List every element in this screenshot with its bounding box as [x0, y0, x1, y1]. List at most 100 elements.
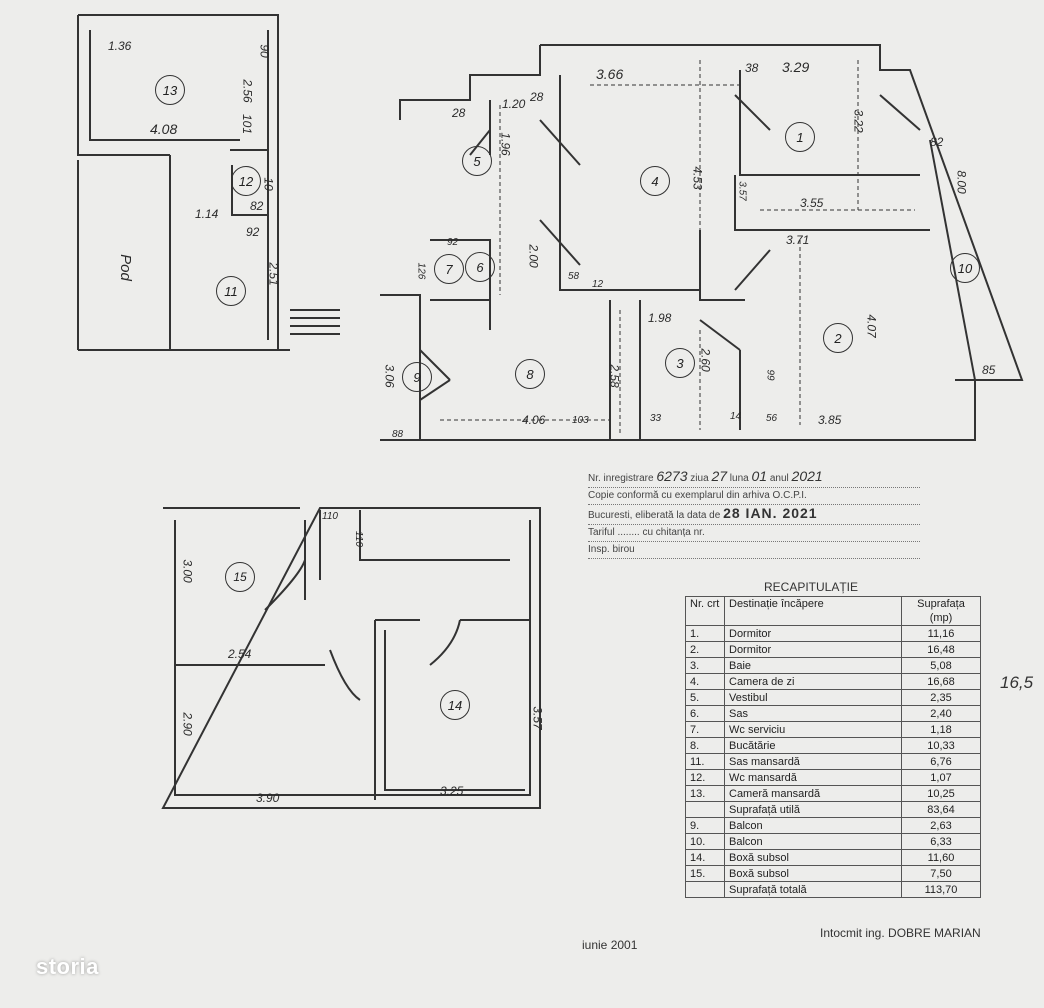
row-area: 113,70	[901, 881, 981, 898]
row-destination: Dormitor	[724, 641, 902, 658]
stamp-reg-number: 6273	[656, 468, 688, 484]
row-area: 10,25	[901, 785, 981, 802]
room-12-marker: 12	[231, 166, 261, 196]
row-number: 8.	[685, 737, 725, 754]
dimension: 3.57	[530, 706, 545, 730]
room-6-marker: 6	[465, 252, 495, 282]
stamp-copy-line: Copie conformă cu exemplarul din arhiva …	[588, 488, 920, 505]
row-destination: Balcon	[724, 817, 902, 834]
row-number: 13.	[685, 785, 725, 802]
row-area: 83,64	[901, 801, 981, 818]
handwritten-note: 16,5	[1000, 673, 1034, 692]
room-1-marker: 1	[785, 122, 815, 152]
stamp-issued-label: Bucuresti, eliberată la data de	[588, 510, 721, 521]
dimension: 3.57	[736, 181, 748, 201]
dimension: 3.90	[256, 791, 280, 805]
dimension: 85	[982, 363, 996, 377]
dimension: 82	[930, 135, 944, 149]
dimension: 3.00	[180, 559, 195, 583]
dimension: 3.85	[818, 413, 842, 427]
row-area: 16,48	[901, 641, 981, 658]
dimension: 10	[261, 177, 276, 191]
dimension: 14	[730, 411, 742, 422]
row-number: 14.	[685, 849, 725, 866]
dimension: 2.54	[228, 647, 252, 661]
row-area: 7,50	[901, 865, 981, 882]
row-destination: Sas mansardă	[724, 753, 902, 770]
dimension: 4.53	[690, 166, 705, 190]
dimension: 28	[452, 106, 466, 120]
room-2-marker: 2	[823, 323, 853, 353]
room-15-marker: 15	[225, 562, 255, 592]
row-destination: Balcon	[724, 833, 902, 850]
stamp-year: 2021	[791, 468, 823, 484]
row-area: 2,63	[901, 817, 981, 834]
dimension: 101	[240, 113, 255, 135]
stamp-month: 01	[751, 468, 768, 484]
room-5-marker: 5	[462, 146, 492, 176]
header-nr: Nr. crt	[685, 596, 725, 626]
dimension: 99	[764, 369, 776, 381]
dimension: 56	[766, 413, 778, 424]
room-7-marker: 7	[434, 254, 464, 284]
row-destination: Wc mansardă	[724, 769, 902, 786]
row-destination: Cameră mansardă	[724, 785, 902, 802]
row-destination: Sas	[724, 705, 902, 722]
stamp-date: 28 IAN. 2021	[723, 505, 818, 521]
dimension: 33	[650, 413, 662, 424]
dimension: 12	[592, 279, 604, 290]
row-number: 6.	[685, 705, 725, 722]
dimension: 8.00	[954, 170, 969, 194]
row-number: 10.	[685, 833, 725, 850]
row-destination: Dormitor	[724, 625, 902, 642]
dimension: 4.06	[522, 413, 546, 427]
dimension: 58	[568, 271, 580, 282]
dimension: 2.90	[180, 712, 195, 736]
row-area: 16,68	[901, 673, 981, 690]
stamp-reg-label: Nr. inregistrare	[588, 473, 654, 484]
row-area: 2,40	[901, 705, 981, 722]
dimension: 3.06	[382, 364, 397, 388]
dimension: 92	[246, 225, 260, 239]
dimension: 110	[322, 511, 338, 522]
stamp-anul-label: anul	[769, 473, 789, 484]
row-number: 5.	[685, 689, 725, 706]
row-destination: Boxă subsol	[724, 865, 902, 882]
room-11-marker: 11	[216, 276, 246, 306]
row-destination: Suprafață totală	[724, 881, 902, 898]
dimension: 92	[447, 237, 459, 248]
dimension: 82	[250, 199, 264, 213]
header-area: Suprafața (mp)	[901, 596, 981, 626]
row-area: 11,60	[901, 849, 981, 866]
stamp-fee-line: Tariful ........ cu chitanța nr.	[588, 525, 920, 542]
row-number: 7.	[685, 721, 725, 738]
header-destination: Destinație încăpere	[724, 596, 902, 626]
dimension: 90	[257, 44, 272, 58]
basement-walls	[161, 507, 541, 809]
attic-walls	[77, 14, 290, 351]
dimension: 2.00	[526, 244, 541, 268]
row-area: 6,76	[901, 753, 981, 770]
room-9-marker: 9	[402, 362, 432, 392]
dimension: 4.08	[150, 121, 178, 137]
dimension: 3.55	[800, 196, 824, 210]
stamp-day: 27	[711, 468, 728, 484]
row-destination: Baie	[724, 657, 902, 674]
row-area: 2,35	[901, 689, 981, 706]
room-3-marker: 3	[665, 348, 695, 378]
dimension: 3.25	[440, 784, 464, 798]
row-destination: Bucătărie	[724, 737, 902, 754]
row-destination: Boxă subsol	[724, 849, 902, 866]
row-destination: Suprafață utilă	[724, 801, 902, 818]
row-destination: Camera de zi	[724, 673, 902, 690]
room-14-marker: 14	[440, 690, 470, 720]
